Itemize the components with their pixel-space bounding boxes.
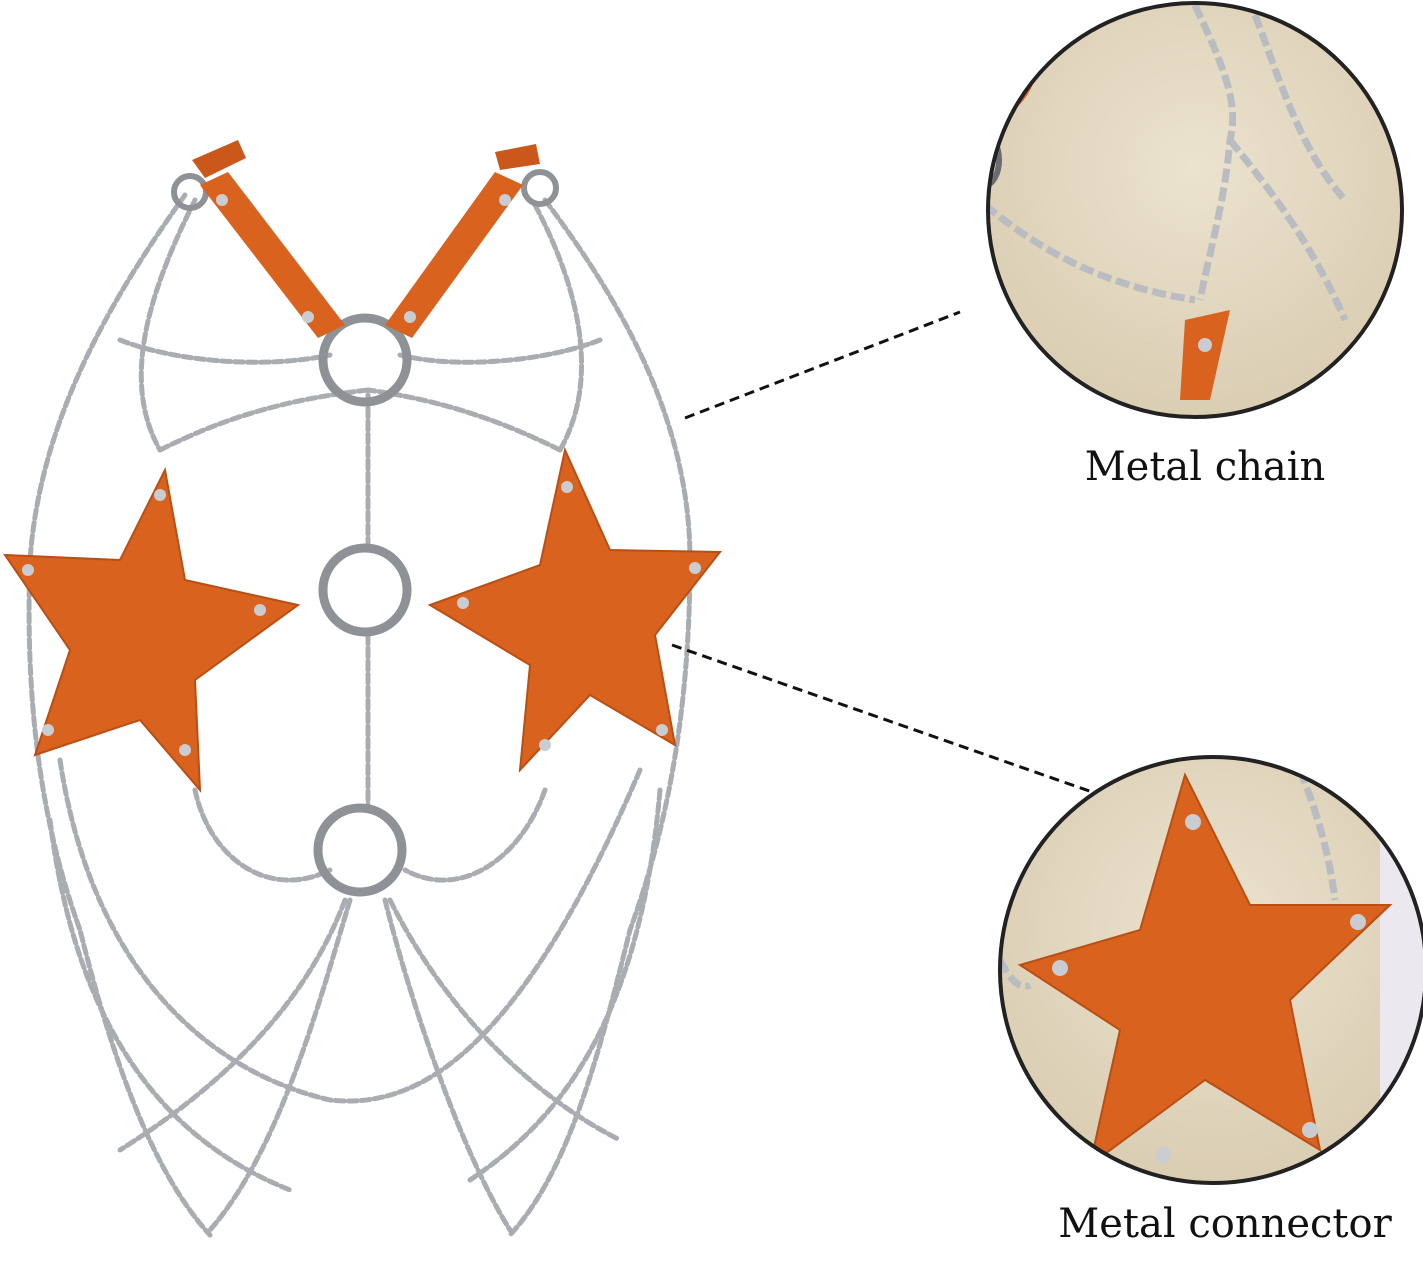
star-connector-detail-icon <box>998 755 1423 1185</box>
right-star <box>427 446 723 773</box>
shoulder-straps <box>192 140 540 338</box>
harness <box>3 140 723 1238</box>
left-star <box>3 466 301 793</box>
chain-detail-icon <box>986 1 1404 419</box>
chains <box>26 192 693 1238</box>
connector-pointer-line <box>671 643 1096 795</box>
metal-chain-label: Metal chain <box>1084 444 1326 490</box>
metal-connector-label: Metal connector <box>1058 1201 1392 1247</box>
chain-pointer-line <box>684 310 961 420</box>
o-rings <box>171 169 559 897</box>
